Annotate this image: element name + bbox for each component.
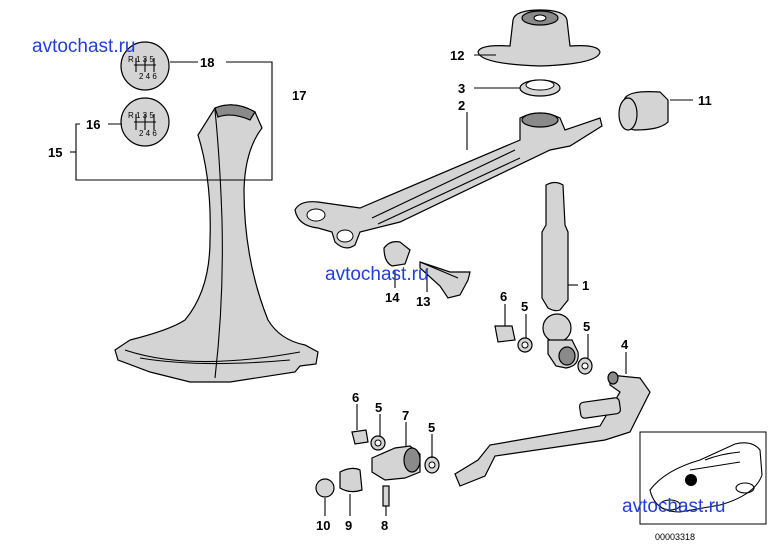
bearing-ring — [519, 79, 561, 97]
callout-6b: 6 — [352, 390, 359, 405]
callout-9: 9 — [345, 518, 352, 533]
callout-8: 8 — [381, 518, 388, 533]
callout-4: 4 — [621, 337, 629, 352]
car-locator-inset: 00003318 — [639, 431, 767, 542]
callout-12: 12 — [450, 48, 464, 63]
callout-14: 14 — [385, 290, 400, 305]
circlip-6a — [494, 325, 516, 343]
gear-knob-lower: R 1 3 5 2 4 6 — [120, 97, 170, 147]
watermark-top-left: avtochast.ru — [32, 36, 136, 57]
callout-13: 13 — [416, 294, 430, 309]
pin-8 — [382, 485, 390, 507]
bushing-9 — [339, 467, 363, 493]
bushing — [618, 91, 669, 131]
cap-10 — [315, 478, 335, 498]
knob-bottom-row2: 2 4 6 — [139, 129, 157, 138]
bushing-7 — [371, 445, 421, 481]
callout-18: 18 — [200, 55, 214, 70]
circlip-6b — [351, 429, 369, 445]
callout-11: 11 — [698, 93, 712, 108]
watermark-center: avtochast.ru — [325, 264, 429, 285]
image-id: 00003318 — [655, 532, 695, 542]
shift-boot — [114, 104, 319, 383]
callout-5a: 5 — [521, 299, 528, 314]
location-marker-icon — [685, 474, 697, 486]
clip-14 — [383, 241, 411, 267]
leader-lines — [70, 54, 693, 516]
callout-10: 10 — [316, 518, 330, 533]
shift-arm — [294, 112, 603, 249]
callout-2: 2 — [458, 98, 465, 113]
callout-15: 15 — [48, 145, 62, 160]
knob-top-row2: 2 4 6 — [139, 72, 157, 81]
knob-top-row1: R 1 3 5 — [128, 55, 154, 64]
watermark-bottom-right: avtochast.ru — [622, 496, 726, 517]
callout-16: 16 — [86, 117, 100, 132]
callout-6a: 6 — [500, 289, 507, 304]
callout-5c: 5 — [375, 400, 382, 415]
knob-bottom-row1: R 1 3 5 — [128, 111, 154, 120]
shift-lever — [541, 181, 579, 369]
callout-3: 3 — [458, 81, 465, 96]
rubber-boot — [477, 9, 601, 67]
washer-5d — [424, 456, 440, 474]
callout-7: 7 — [402, 408, 409, 423]
callout-1: 1 — [582, 278, 589, 293]
washer-5c — [370, 435, 386, 451]
selector-rod — [454, 371, 651, 487]
washer-5a — [517, 337, 533, 353]
washer-5b — [577, 357, 593, 375]
callout-5b: 5 — [583, 319, 590, 334]
callout-17: 17 — [292, 88, 306, 103]
callout-5d: 5 — [428, 420, 435, 435]
gear-knob-top: R 1 3 5 2 4 6 — [120, 41, 170, 91]
